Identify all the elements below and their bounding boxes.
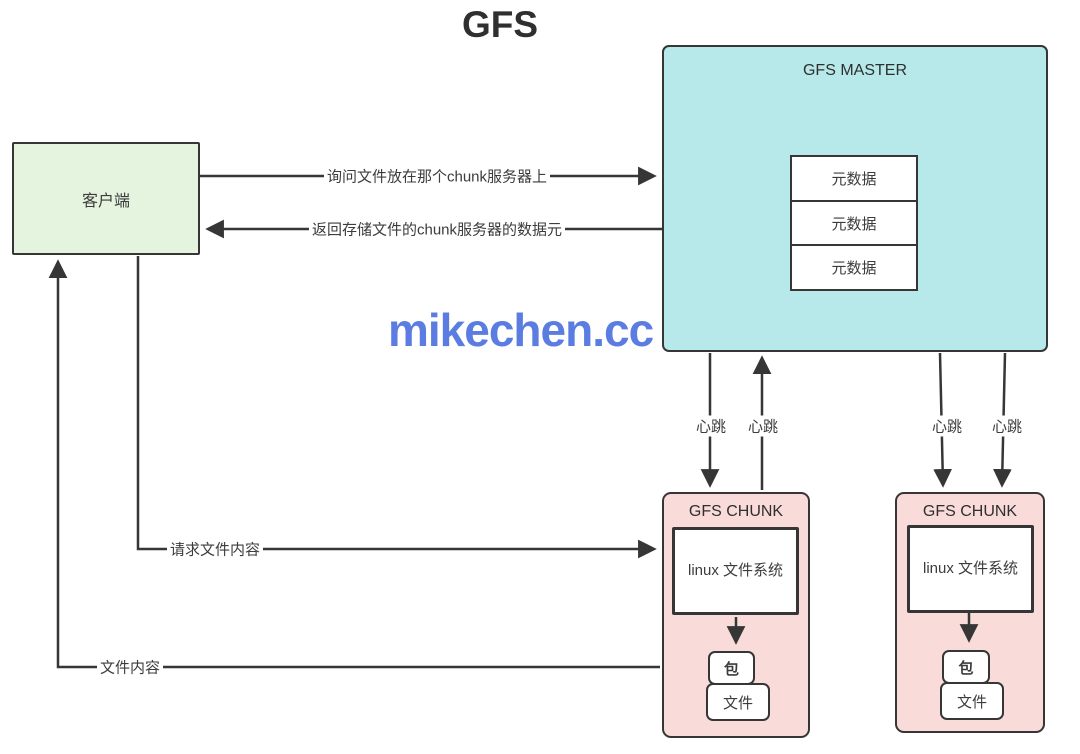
metadata-stack: 元数据 元数据 元数据 — [790, 155, 918, 291]
package-box: 包 — [942, 650, 990, 684]
client-node: 客户端 — [12, 142, 200, 255]
return-meta-edge-label: 返回存储文件的chunk服务器的数据元 — [308, 218, 566, 240]
metadata-item: 元数据 — [790, 199, 918, 247]
file-content-edge-label: 文件内容 — [96, 656, 164, 678]
chunk-node-1: GFS CHUNK linux 文件系统 包 文件 — [662, 492, 810, 738]
request-content-arrow — [136, 256, 657, 559]
chunk-node-2: GFS CHUNK linux 文件系统 包 文件 — [895, 492, 1045, 733]
heartbeat-label: 心跳 — [928, 415, 966, 437]
master-label: GFS MASTER — [802, 62, 907, 79]
file-box: 文件 — [940, 682, 1004, 720]
chunk-label: GFS CHUNK — [922, 503, 1018, 520]
heartbeat-label: 心跳 — [988, 415, 1026, 437]
ask-edge-label: 询问文件放在那个chunk服务器上 — [323, 165, 551, 187]
file-box: 文件 — [706, 683, 770, 721]
page-title: GFS — [461, 4, 539, 45]
client-label: 客户端 — [81, 192, 130, 210]
heartbeat-label: 心跳 — [744, 415, 782, 437]
heartbeat-label: 心跳 — [692, 415, 730, 437]
request-content-edge-label: 请求文件内容 — [166, 538, 264, 560]
package-box: 包 — [708, 651, 755, 685]
master-node: GFS MASTER 元数据 元数据 元数据 — [662, 45, 1048, 352]
metadata-item: 元数据 — [790, 244, 918, 291]
watermark: mikechen.cc — [388, 304, 654, 356]
linux-filesystem-box: linux 文件系统 — [672, 527, 799, 615]
linux-filesystem-box: linux 文件系统 — [907, 525, 1034, 613]
metadata-item: 元数据 — [790, 155, 918, 202]
chunk-label: GFS CHUNK — [688, 503, 784, 520]
